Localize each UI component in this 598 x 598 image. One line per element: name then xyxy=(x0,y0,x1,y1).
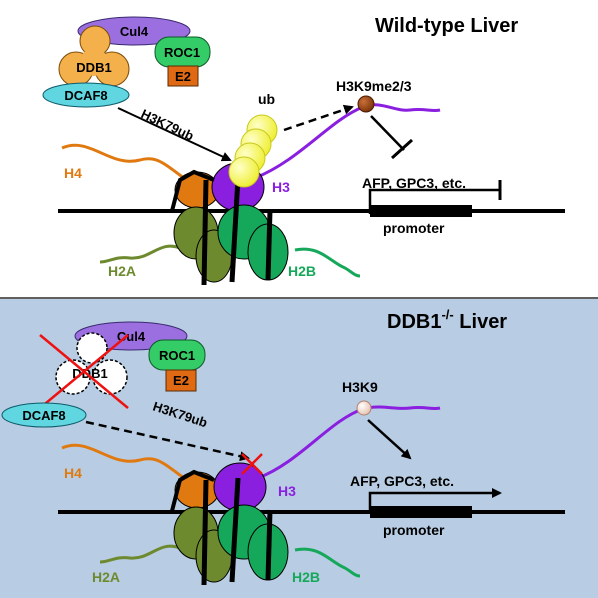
bottom-ddb1-cross-2 xyxy=(39,334,129,409)
bottom-e2-shape xyxy=(165,369,197,392)
top-h2a-tail xyxy=(99,244,181,264)
top-repression-line xyxy=(370,115,405,151)
bottom-h3k79ub-arrow xyxy=(85,420,250,462)
top-panel: Wild-type Liver Cul4 ROC1 E2 DDB1 DCAF8 … xyxy=(0,0,598,298)
top-title: Wild-type Liver xyxy=(375,15,518,37)
top-h4-tail xyxy=(61,143,191,184)
bottom-h3-tail xyxy=(257,405,441,480)
top-dna-wrap-2 xyxy=(201,179,209,286)
top-roc1-label: ROC1 xyxy=(164,45,200,60)
top-methyl-mark xyxy=(357,95,375,113)
bottom-h2a-tail xyxy=(99,544,181,564)
top-ub-to-methyl-arrow xyxy=(283,104,354,132)
top-dna-wrap-3 xyxy=(229,177,241,283)
top-dna-wrap-4 xyxy=(265,209,273,281)
bottom-title-base: DDB1 xyxy=(387,311,441,333)
bottom-dcaf8-shape xyxy=(1,402,87,428)
top-repression-bar xyxy=(390,138,414,160)
top-dcaf8-shape xyxy=(42,82,130,108)
top-dcaf8-label: DCAF8 xyxy=(64,88,107,103)
bottom-nucleosome xyxy=(170,462,289,586)
bottom-h3k9-label: H3K9 xyxy=(342,379,378,395)
bottom-e2-label: E2 xyxy=(173,373,189,388)
bottom-title-rest: Liver xyxy=(454,311,508,333)
top-e2-label: E2 xyxy=(175,69,191,84)
top-h3k79ub-arrow xyxy=(117,107,232,162)
bottom-h2b-tail xyxy=(294,547,361,578)
bottom-dna-wrap-3 xyxy=(229,477,241,583)
top-h3-tail xyxy=(254,103,441,180)
bottom-title-sup: -/- xyxy=(441,307,453,322)
bottom-h4-label: H4 xyxy=(64,465,82,481)
bottom-roc1-label: ROC1 xyxy=(159,348,195,363)
bottom-panel: DDB1-/- Liver Cul4 ROC1 E2 DDB1 DCAF8 H3… xyxy=(0,299,598,598)
bottom-site-cross-2 xyxy=(241,453,263,475)
top-ub-4 xyxy=(228,156,260,188)
top-cul4-label: Cul4 xyxy=(120,24,149,39)
bottom-activation-arrow xyxy=(367,419,412,460)
top-h3k9me-label: H3K9me2/3 xyxy=(336,78,412,94)
bottom-dna-wrap-1 xyxy=(170,469,215,512)
bottom-genes-label: AFP, GPC3, etc. xyxy=(350,473,454,489)
bottom-h4-tail xyxy=(61,443,191,484)
bottom-promoter-label: promoter xyxy=(383,522,445,538)
top-h2b-label: H2B xyxy=(288,263,316,279)
bottom-title: DDB1-/- Liver xyxy=(387,307,507,333)
bottom-h2a-label: H2A xyxy=(92,569,120,585)
top-h2b-tail xyxy=(294,247,361,278)
bottom-dcaf8-label: DCAF8 xyxy=(22,408,65,423)
top-promoter-label: promoter xyxy=(383,220,445,236)
bottom-dna-wrap-4 xyxy=(265,509,273,581)
bottom-promoter-box xyxy=(370,506,472,518)
top-promoter-box xyxy=(370,205,472,217)
bottom-ddb1-label: DDB1 xyxy=(72,366,107,381)
top-ubiquitin-chain xyxy=(228,114,278,188)
top-dna-wrap-1 xyxy=(170,169,215,212)
bottom-cul4-complex: Cul4 ROC1 E2 DDB1 DCAF8 xyxy=(1,321,206,428)
top-ddb1-label: DDB1 xyxy=(76,60,111,75)
bottom-h2b-label: H2B xyxy=(292,569,320,585)
top-h4-label: H4 xyxy=(64,165,82,181)
bottom-cul4-label: Cul4 xyxy=(117,329,146,344)
bottom-h3-label: H3 xyxy=(278,483,296,499)
top-e2-shape xyxy=(167,65,199,87)
top-genes-label: AFP, GPC3, etc. xyxy=(362,175,466,191)
top-ub-label: ub xyxy=(258,91,275,107)
bottom-h3k9-mark xyxy=(356,400,372,416)
top-h3-label: H3 xyxy=(272,179,290,195)
bottom-dna-wrap-2 xyxy=(201,479,209,586)
top-h2a-label: H2A xyxy=(108,263,136,279)
top-cul4-complex: Cul4 ROC1 E2 DDB1 DCAF8 xyxy=(42,16,211,108)
